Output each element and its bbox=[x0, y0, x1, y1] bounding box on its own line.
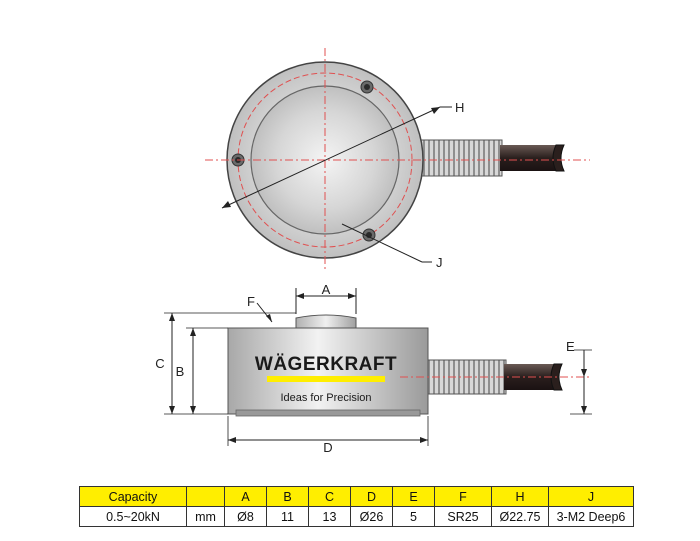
table-cell: Ø26 bbox=[350, 506, 393, 527]
table-cell: SR25 bbox=[434, 506, 492, 527]
table-row: 0.5~20kN mm Ø8 11 13 Ø26 5 SR25 Ø22.75 3… bbox=[79, 506, 634, 527]
table-header-cell: J bbox=[548, 486, 634, 507]
brand-accent-bar bbox=[267, 376, 385, 382]
load-button bbox=[295, 314, 357, 329]
table-header-cell: A bbox=[224, 486, 267, 507]
side-view: WÄGERKRAFT Ideas for Precision A F C B bbox=[155, 282, 592, 455]
spec-table: Capacity A B C D E F H J 0.5~20kN mm Ø8 … bbox=[79, 486, 634, 527]
table-cell: 11 bbox=[266, 506, 309, 527]
table-header-cell: Capacity bbox=[79, 486, 187, 507]
label-a: A bbox=[322, 282, 331, 297]
table-cell: 3-M2 Deep6 bbox=[548, 506, 634, 527]
cable-top bbox=[500, 145, 560, 171]
label-e: E bbox=[566, 339, 575, 354]
table-cell: Ø8 bbox=[224, 506, 267, 527]
table-header-cell: C bbox=[308, 486, 351, 507]
load-cell-drawing: H J WÄGERKRAFT Ideas for Precision A F bbox=[155, 48, 592, 455]
table-header-row: Capacity A B C D E F H J bbox=[79, 486, 634, 507]
table-cell: mm bbox=[186, 506, 225, 527]
brand-logo: WÄGERKRAFT bbox=[255, 354, 397, 375]
brand-tagline: Ideas for Precision bbox=[280, 392, 371, 404]
table-header-cell: D bbox=[350, 486, 393, 507]
table-cell: 5 bbox=[392, 506, 435, 527]
sensor-body bbox=[227, 327, 429, 415]
table-header-cell: B bbox=[266, 486, 309, 507]
table-header-cell bbox=[186, 486, 225, 507]
label-d: D bbox=[323, 440, 332, 455]
mounting-hole bbox=[360, 80, 374, 94]
label-f: F bbox=[247, 294, 255, 309]
label-b: B bbox=[176, 364, 185, 379]
table-cell: 13 bbox=[308, 506, 351, 527]
top-view: H J bbox=[205, 48, 590, 272]
table-header-cell: H bbox=[491, 486, 549, 507]
label-c: C bbox=[155, 356, 164, 371]
cable-gland-top bbox=[419, 139, 503, 177]
table-header-cell: F bbox=[434, 486, 492, 507]
h-dimension-line bbox=[221, 106, 441, 209]
table-cell: 0.5~20kN bbox=[79, 506, 187, 527]
label-j: J bbox=[436, 255, 443, 270]
table-cell: Ø22.75 bbox=[491, 506, 549, 527]
label-h: H bbox=[455, 100, 464, 115]
table-header-cell: E bbox=[392, 486, 435, 507]
